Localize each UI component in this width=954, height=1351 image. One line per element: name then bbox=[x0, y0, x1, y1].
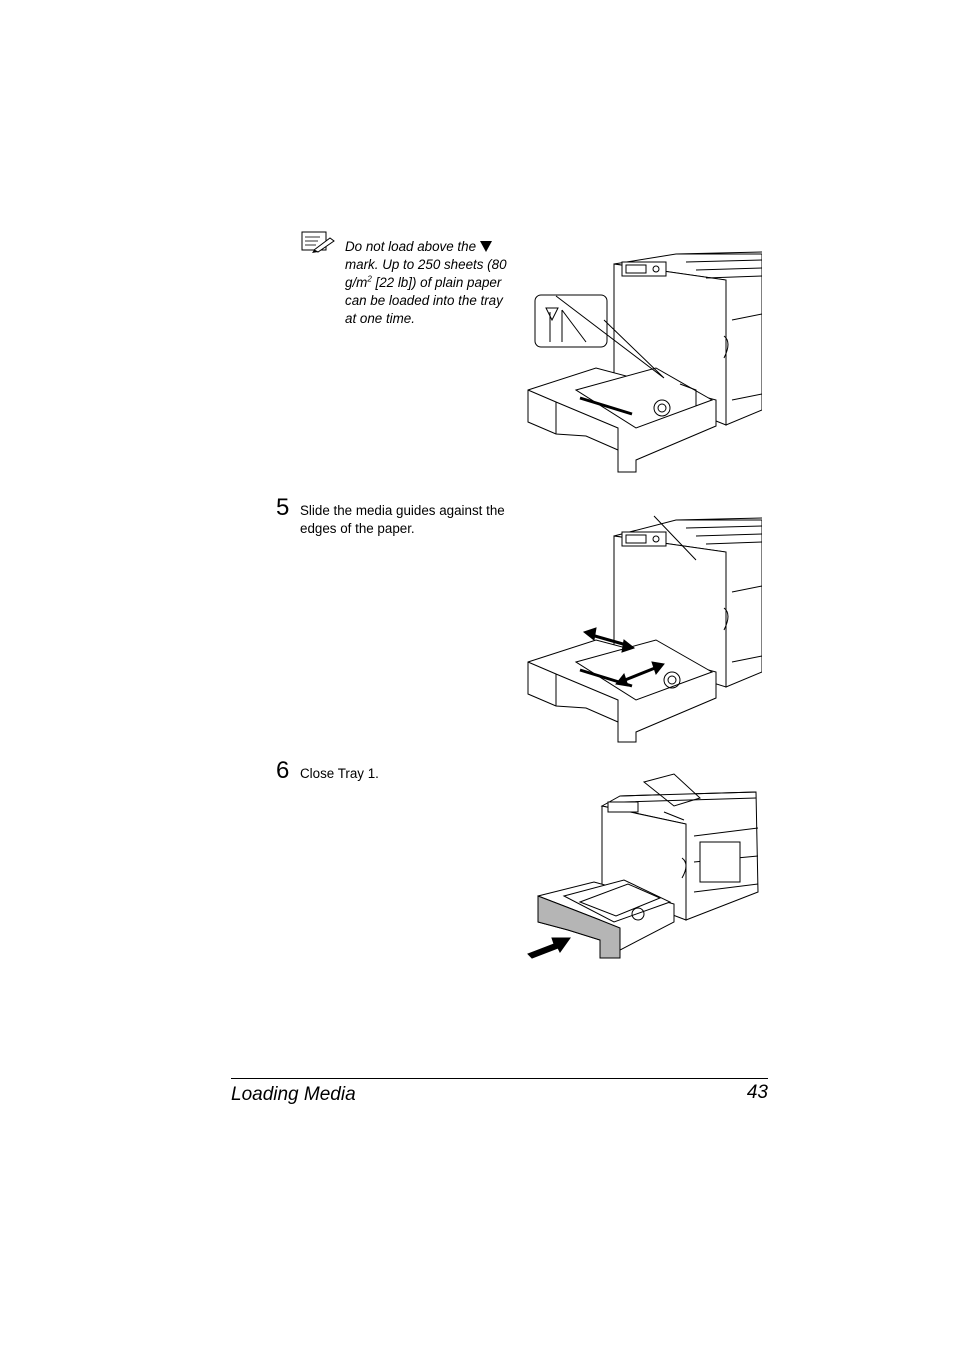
step-5-number: 5 bbox=[276, 494, 290, 521]
footer-section-title: Loading Media bbox=[231, 1084, 356, 1105]
step-5-text: Slide the media guides against the edges… bbox=[300, 503, 505, 536]
note-pencil-icon bbox=[301, 231, 335, 253]
step-6-number: 6 bbox=[276, 757, 290, 784]
close-tray-illustration bbox=[527, 773, 759, 959]
step-6-text: Close Tray 1. bbox=[300, 766, 379, 781]
footer-rule bbox=[231, 1078, 768, 1079]
footer-page-number: 43 bbox=[746, 1082, 768, 1103]
note-rest1: mark. Up to 250 sheets (80 g/m bbox=[345, 257, 507, 290]
note-line1: Do not load above the bbox=[345, 239, 477, 254]
tray-load-limit-illustration bbox=[527, 251, 762, 473]
note-superscript: 2 bbox=[367, 274, 372, 284]
slide-guides-illustration bbox=[527, 515, 762, 743]
note-text: Do not load above the mark. Up to 250 sh… bbox=[345, 238, 515, 328]
load-limit-mark-icon bbox=[480, 241, 493, 252]
note-rest2: [22 lb]) of plain paper can be loaded in… bbox=[345, 275, 503, 326]
